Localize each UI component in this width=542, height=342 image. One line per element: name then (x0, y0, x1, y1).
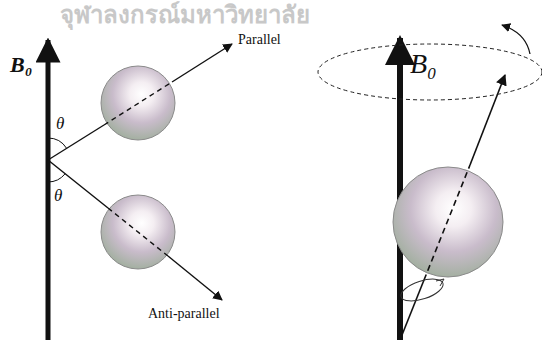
spin-axis (424, 165, 470, 280)
spin-vector (168, 256, 222, 300)
spin-sphere (101, 66, 175, 140)
field-label: B₀ (410, 48, 437, 80)
rotation-arrow (436, 279, 444, 286)
field-label: B₀ (10, 52, 32, 77)
field-arrow (397, 38, 403, 340)
angle-label: θ (54, 186, 62, 206)
precession-arrow (502, 25, 530, 54)
spin-vector (48, 160, 108, 208)
spin-sphere (101, 195, 175, 269)
field-arrow (46, 40, 51, 340)
watermark: จุฬาลงกรณ์มหาวิทยาลัย (60, 2, 310, 30)
orientation-label: Anti-parallel (148, 306, 220, 322)
angle-label: θ (56, 114, 64, 134)
spin-axis (470, 75, 505, 165)
angle-arc (48, 138, 67, 148)
precession-path (318, 44, 542, 100)
spin-vector (172, 44, 232, 82)
spin-vector (108, 208, 168, 256)
rotation-loop (398, 275, 445, 306)
orientation-label: Parallel (238, 32, 281, 48)
angle-arc (48, 174, 65, 182)
spin-vector (104, 82, 172, 125)
